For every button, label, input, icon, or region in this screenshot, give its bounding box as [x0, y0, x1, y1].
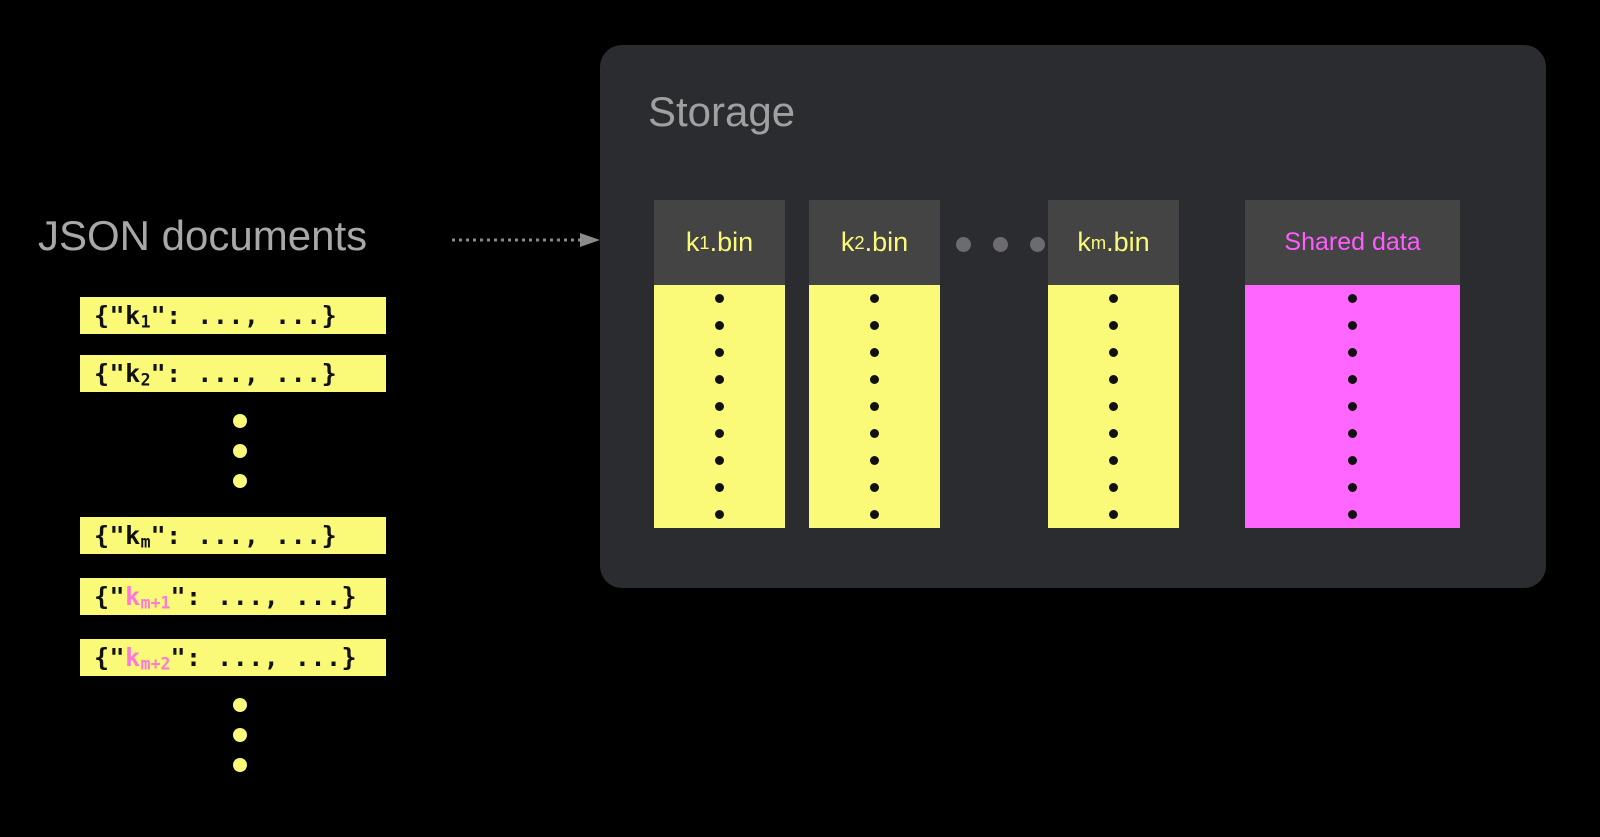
record-dot [715, 510, 724, 519]
record-dot [1348, 402, 1357, 411]
json-doc-suffix: ": ..., ...} [150, 521, 338, 550]
json-documents-title: JSON documents [38, 212, 368, 259]
record-dot [1109, 402, 1118, 411]
storage-column-body-k1bin [654, 285, 785, 528]
json-doc-suffix: ": ..., ...} [150, 359, 338, 388]
json-doc-key: k [125, 521, 141, 550]
json-doc-prefix: {" [94, 643, 126, 672]
json-doc-suffix: ": ..., ...} [170, 582, 358, 611]
record-dot [870, 429, 879, 438]
bin-label-suffix: Shared data [1284, 228, 1421, 256]
json-doc-suffix: ": ..., ...} [150, 301, 338, 330]
bin-label-suffix: .bin [1106, 227, 1150, 257]
storage-column-body-k2bin [809, 285, 940, 528]
json-documents-ellipsis-upper [232, 414, 248, 488]
storage-columns-ellipsis [956, 237, 1045, 252]
record-dot [1348, 456, 1357, 465]
json-document-km1: {"km+1": ..., ...} [80, 578, 386, 615]
record-dot [715, 348, 724, 357]
json-doc-key: k [125, 359, 141, 388]
ellipsis-dot [993, 237, 1008, 252]
ellipsis-dot [233, 698, 247, 712]
record-dot [715, 321, 724, 330]
bin-label-suffix: .bin [709, 227, 754, 257]
bin-label-sub: m [1090, 231, 1107, 253]
storage-column-shared-data[interactable]: Shared data [1245, 200, 1460, 528]
ellipsis-dot [233, 474, 247, 488]
record-dot [715, 402, 724, 411]
json-doc-key: k [125, 643, 141, 672]
record-dot [1348, 294, 1357, 303]
record-dot [870, 294, 879, 303]
record-dot [870, 402, 879, 411]
record-dot [1109, 456, 1118, 465]
flow-arrow-icon [452, 233, 600, 247]
json-documents-ellipsis-lower [232, 698, 248, 772]
ellipsis-dot [233, 414, 247, 428]
ellipsis-dot [233, 758, 247, 772]
json-doc-key-sub: m+1 [140, 593, 171, 613]
json-doc-key-sub: 1 [140, 312, 151, 332]
storage-column-body-kmbin [1048, 285, 1179, 528]
json-document-k1: {"k1": ..., ...} [80, 297, 386, 334]
record-dot [870, 348, 879, 357]
json-doc-prefix: {" [94, 582, 126, 611]
ellipsis-dot [1030, 237, 1045, 252]
record-dot [715, 429, 724, 438]
record-dot [1109, 294, 1118, 303]
json-doc-suffix: ": ..., ...} [170, 643, 358, 672]
record-dot [870, 483, 879, 492]
json-doc-prefix: {" [94, 301, 126, 330]
bin-label-sub: 1 [699, 231, 710, 253]
record-dot [870, 321, 879, 330]
record-dot [1109, 348, 1118, 357]
bin-label-prefix: k [1077, 227, 1091, 257]
record-dot [1109, 375, 1118, 384]
record-dot [1348, 483, 1357, 492]
record-dot [715, 456, 724, 465]
ellipsis-dot [233, 728, 247, 742]
json-doc-prefix: {" [94, 521, 126, 550]
record-dot [715, 375, 724, 384]
json-doc-key-sub: 2 [140, 370, 151, 390]
record-dot [870, 375, 879, 384]
json-doc-key: k [125, 582, 141, 611]
record-dot [870, 456, 879, 465]
record-dot [715, 483, 724, 492]
record-dot [1109, 429, 1118, 438]
record-dot [1109, 483, 1118, 492]
bin-label-prefix: k [840, 227, 855, 257]
json-document-km2: {"km+2": ..., ...} [80, 639, 386, 676]
record-dot [1348, 429, 1357, 438]
json-doc-key-sub: m [140, 532, 151, 552]
record-dot [1348, 321, 1357, 330]
storage-column-body-shared-data [1245, 285, 1460, 528]
ellipsis-dot [956, 237, 971, 252]
record-dot [715, 294, 724, 303]
record-dot [1109, 510, 1118, 519]
storage-title: Storage [648, 88, 796, 135]
bin-label-suffix: .bin [864, 227, 909, 257]
bin-label-prefix: k [685, 227, 700, 257]
record-dot [1348, 348, 1357, 357]
json-doc-key: k [125, 301, 141, 330]
json-document-k2: {"k2": ..., ...} [80, 355, 386, 392]
record-dot [1109, 321, 1118, 330]
json-document-km: {"km": ..., ...} [80, 517, 386, 554]
storage-column-header-shared-data: Shared data [1245, 200, 1460, 285]
json-doc-key-sub: m+2 [140, 654, 171, 674]
record-dot [1348, 375, 1357, 384]
bin-label-sub: 2 [854, 231, 865, 253]
ellipsis-dot [233, 444, 247, 458]
record-dot [1348, 510, 1357, 519]
json-doc-prefix: {" [94, 359, 126, 388]
record-dot [870, 510, 879, 519]
